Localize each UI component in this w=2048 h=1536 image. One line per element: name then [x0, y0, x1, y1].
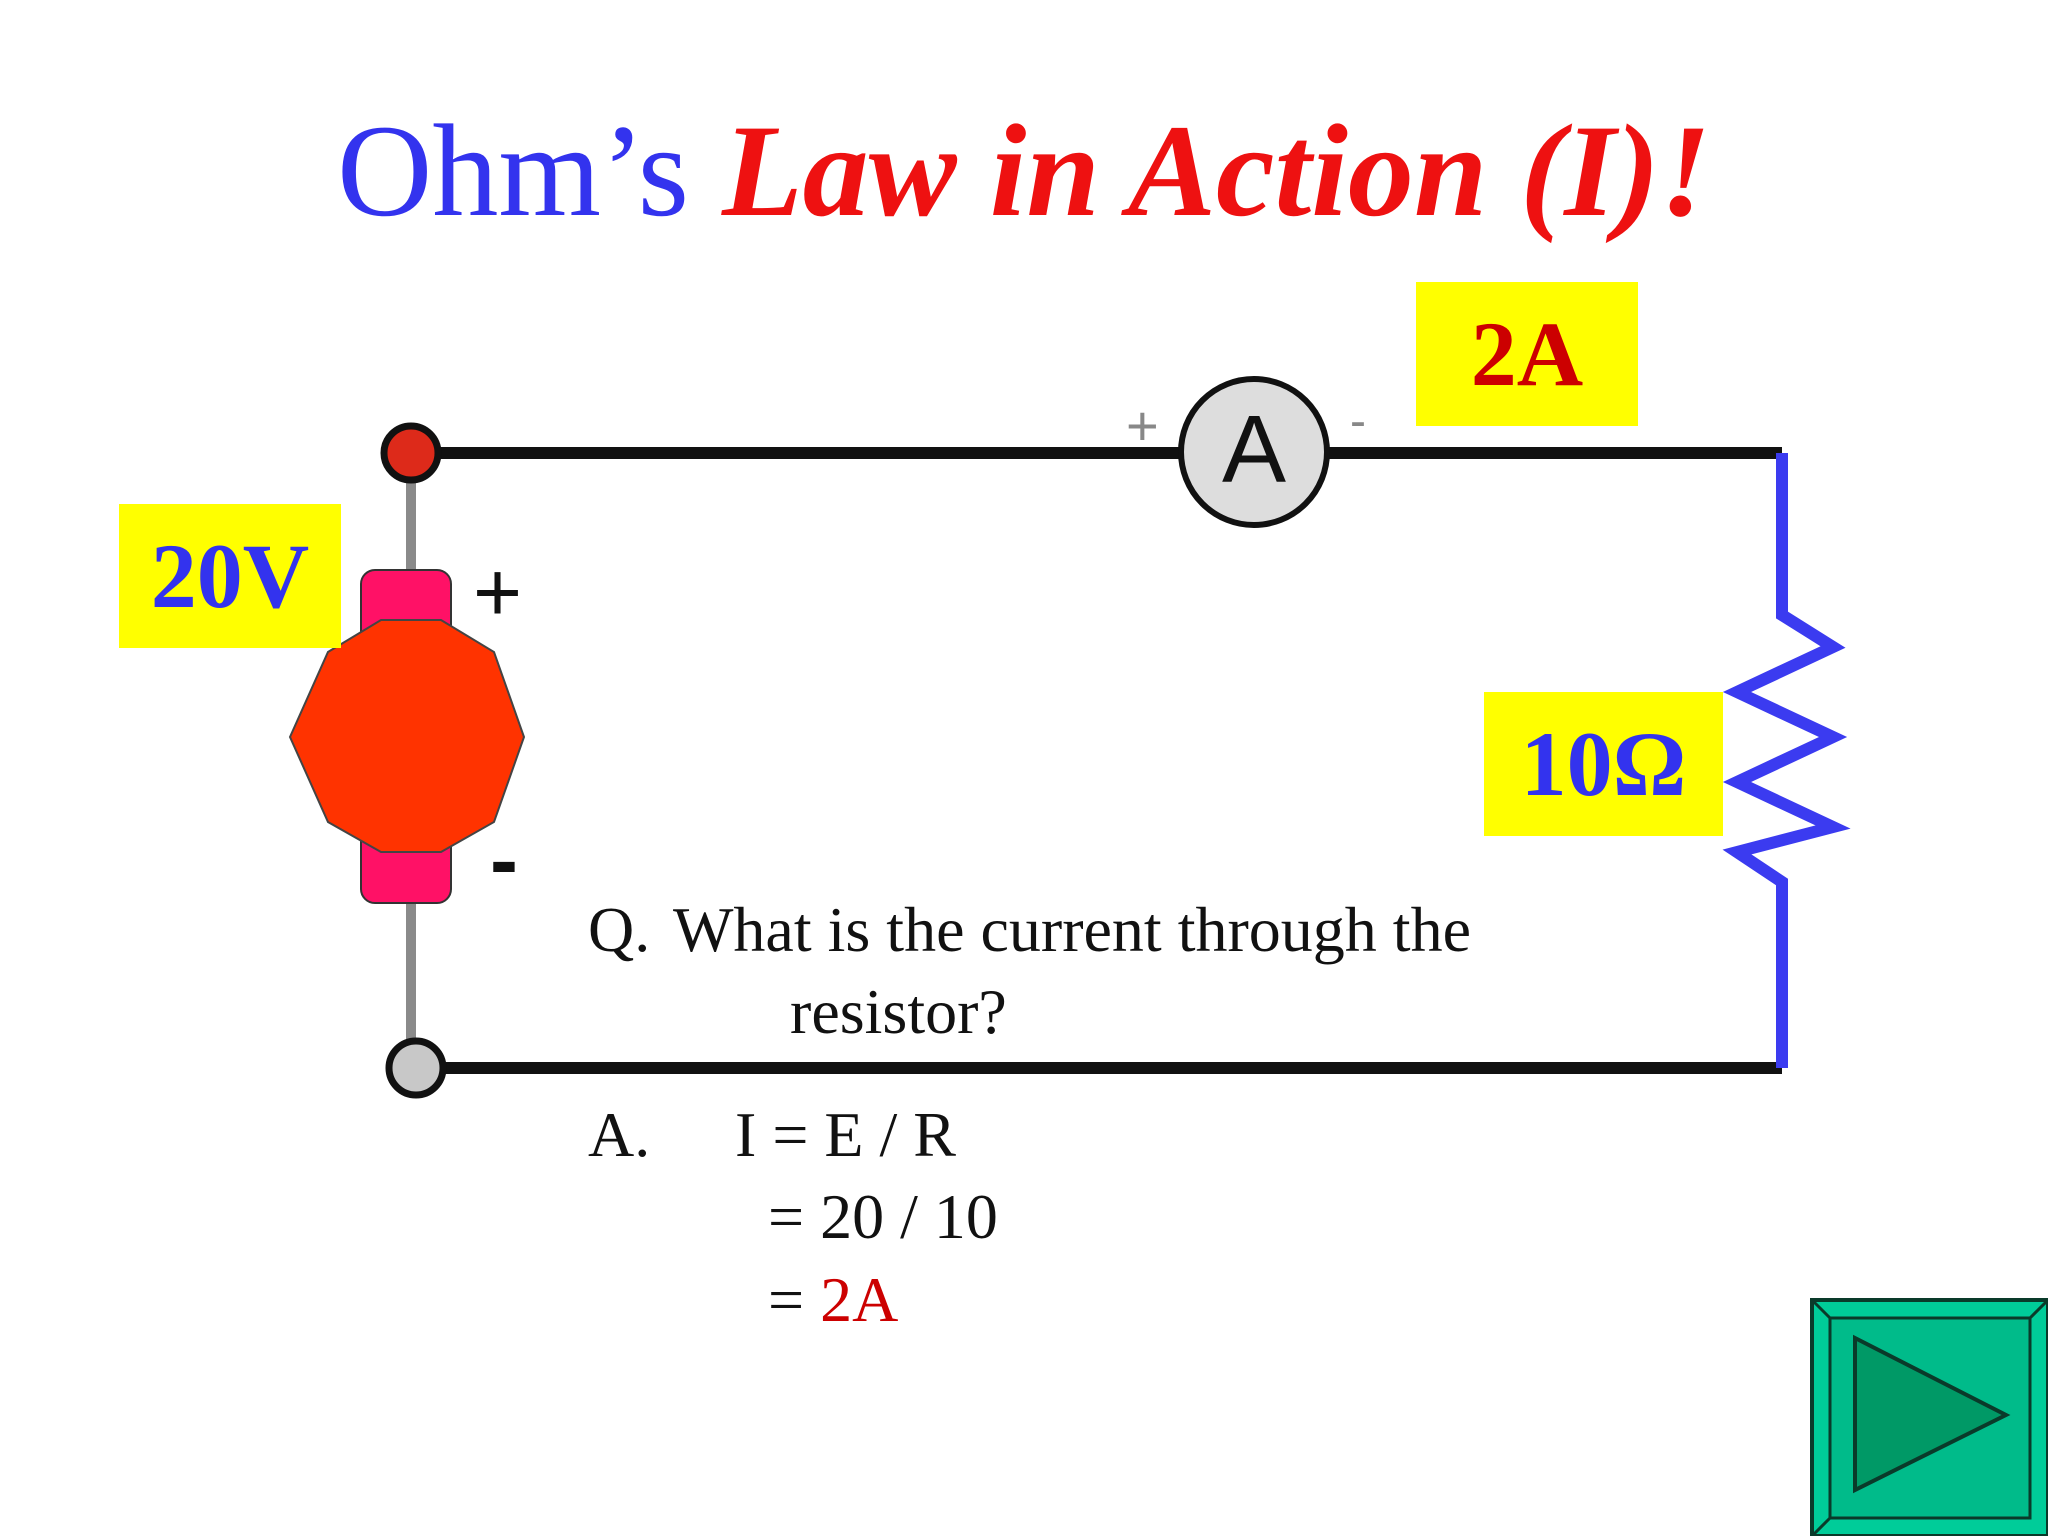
- voltage-label: 20V: [119, 504, 341, 648]
- current-value: 2A: [1470, 303, 1584, 405]
- positive-terminal: [380, 422, 442, 484]
- title-part-law-in-action: Law in Action (I)!: [722, 97, 1711, 244]
- ammeter-symbol: A: [1221, 396, 1287, 503]
- question-line-1: What is the current through the: [673, 894, 1471, 965]
- ammeter: [1178, 376, 1330, 528]
- play-triangle-icon: [1853, 1334, 2011, 1494]
- battery-minus-sign: -: [490, 813, 518, 907]
- battery-body: [288, 619, 526, 853]
- question-prefix: Q.: [588, 894, 651, 965]
- answer-prefix: A.: [588, 1099, 651, 1170]
- next-slide-button[interactable]: [1810, 1298, 2048, 1536]
- answer-line-1: I = E / R: [735, 1099, 956, 1170]
- voltage-value: 20V: [150, 525, 310, 627]
- question-line-2: resistor?: [790, 976, 1007, 1047]
- current-label: 2A: [1416, 282, 1638, 426]
- title-part-ohms: Ohm’s: [337, 97, 723, 244]
- answer-line-3: = 2A: [768, 1268, 898, 1332]
- resistance-value: 10Ω: [1520, 713, 1687, 815]
- answer-result: 2A: [820, 1264, 899, 1335]
- negative-terminal: [385, 1037, 447, 1099]
- resistance-label: 10Ω: [1484, 692, 1723, 836]
- slide-title: Ohm’s Law in Action (I)!: [0, 105, 2048, 237]
- answer-equals: =: [768, 1264, 805, 1335]
- answer-line-2: = 20 / 10: [768, 1181, 998, 1252]
- ammeter-minus-sign: -: [1350, 395, 1366, 448]
- battery-plus-sign: +: [473, 545, 523, 639]
- ammeter-plus-sign: +: [1126, 394, 1159, 457]
- resistor: [1722, 453, 1851, 1068]
